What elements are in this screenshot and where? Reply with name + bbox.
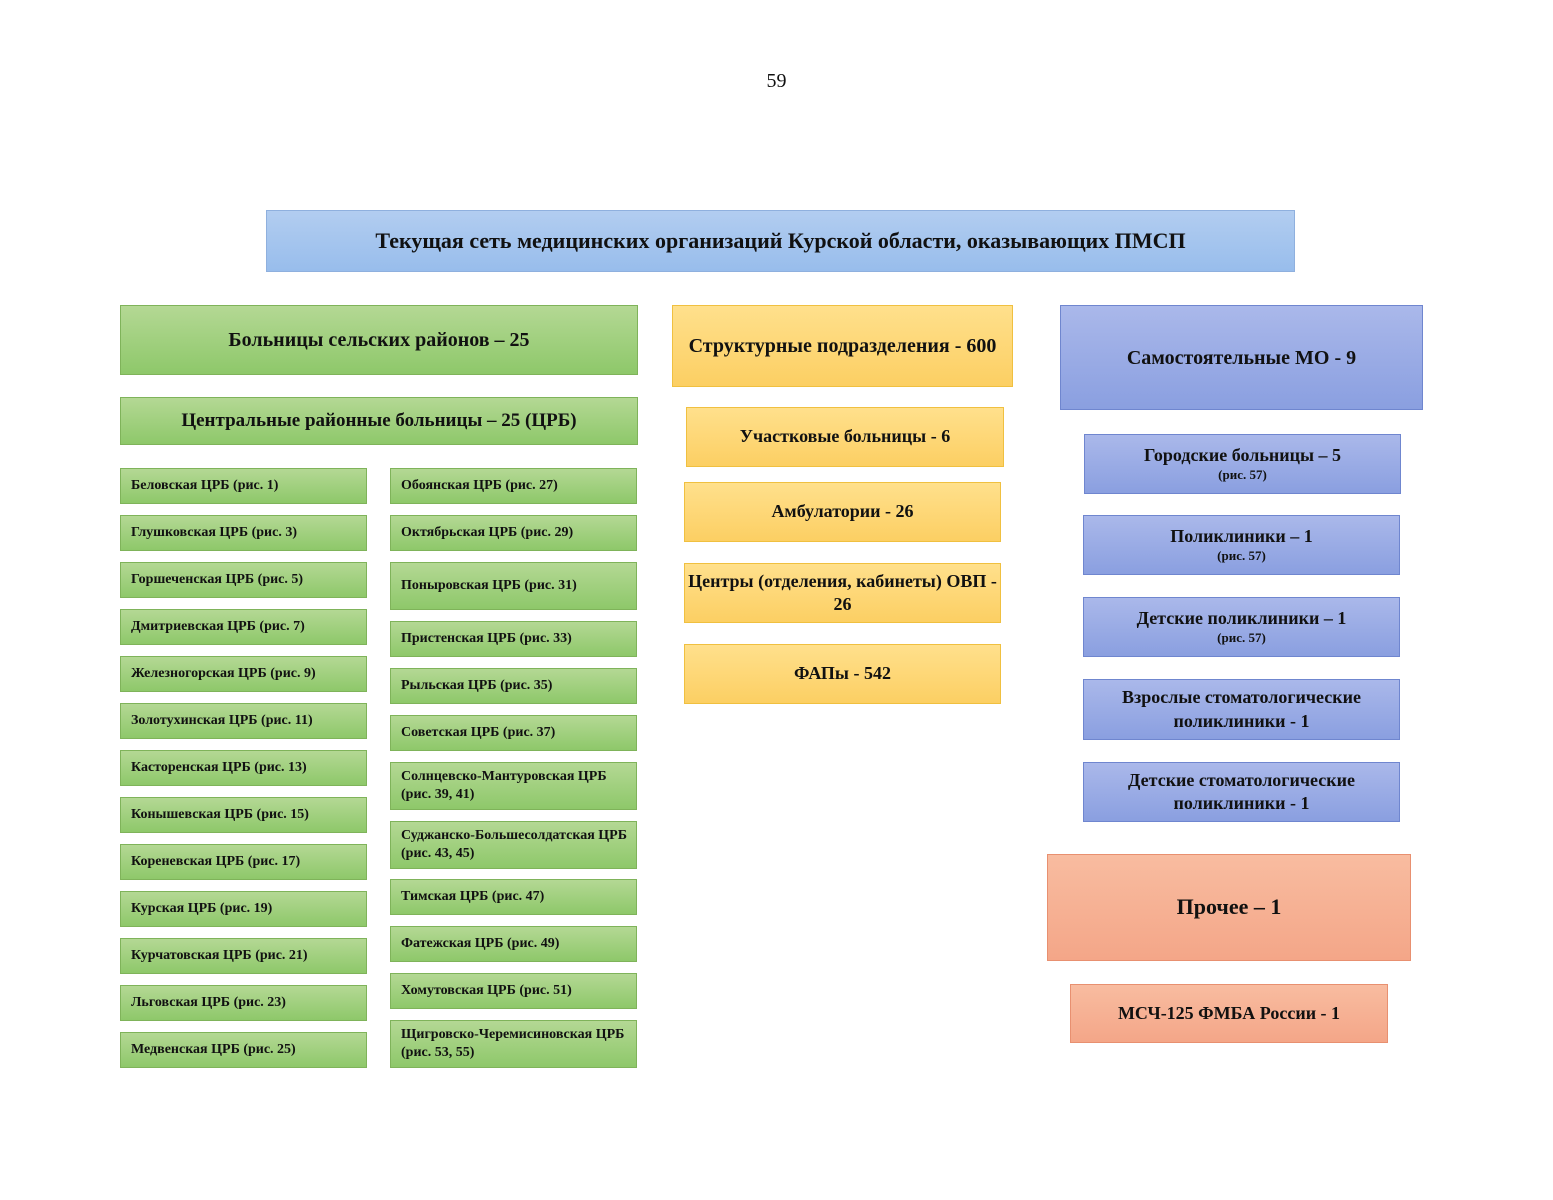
rural-hospitals-header-text: Больницы сельских районов – 25 — [228, 329, 530, 351]
crb-list-item-label: Советская ЦРБ (рис. 37) — [401, 724, 556, 740]
crb-list-item-label: Фатежская ЦРБ (рис. 49) — [401, 935, 560, 951]
crb-list-item-label: Беловская ЦРБ (рис. 1) — [131, 477, 279, 493]
crb-list-item: Хомутовская ЦРБ (рис. 51) — [390, 973, 637, 1009]
structural-item-label: ФАПы - 542 — [794, 663, 891, 684]
other-item-msch125: МСЧ-125 ФМБА России - 1 — [1070, 984, 1388, 1043]
crb-list-item: Обоянская ЦРБ (рис. 27) — [390, 468, 637, 504]
crb-list-item-label: Поныровская ЦРБ (рис. 31) — [401, 577, 577, 593]
structural-item-outpatient-clinics: Амбулатории - 26 — [684, 482, 1001, 542]
independent-mo-header-text: Самостоятельные МО - 9 — [1126, 346, 1357, 369]
crb-header: Центральные районные больницы – 25 (ЦРБ) — [120, 397, 638, 445]
rural-hospitals-header: Больницы сельских районов – 25 — [120, 305, 638, 375]
crb-list-item: Горшеченская ЦРБ (рис. 5) — [120, 562, 367, 598]
crb-header-text: Центральные районные больницы – 25 (ЦРБ) — [181, 409, 577, 431]
crb-list-item-label: Золотухинская ЦРБ (рис. 11) — [131, 712, 313, 728]
independent-item-polyclinics: Поликлиники – 1 (рис. 57) — [1083, 515, 1400, 575]
structural-item-label: Участковые больницы - 6 — [739, 426, 951, 447]
crb-list-item: Золотухинская ЦРБ (рис. 11) — [120, 703, 367, 739]
crb-list-item: Кореневская ЦРБ (рис. 17) — [120, 844, 367, 880]
independent-mo-header: Самостоятельные МО - 9 — [1060, 305, 1423, 410]
crb-list-item-label: Льговская ЦРБ (рис. 23) — [131, 994, 286, 1010]
crb-list-item-label: Щигровско-Черемисиновская ЦРБ (рис. 53, … — [401, 1026, 625, 1060]
crb-list-item: Солнцевско-Мантуровская ЦРБ (рис. 39, 41… — [390, 762, 637, 810]
crb-list-item: Льговская ЦРБ (рис. 23) — [120, 985, 367, 1021]
crb-list-item-label: Хомутовская ЦРБ (рис. 51) — [401, 982, 572, 998]
crb-list-item-label: Касторенская ЦРБ (рис. 13) — [131, 759, 307, 775]
crb-list-item-label: Глушковская ЦРБ (рис. 3) — [131, 524, 297, 540]
independent-item-label: Детские поликлиники – 1 — [1136, 607, 1347, 628]
crb-list-item-label: Суджанско-Большесолдатская ЦРБ (рис. 43,… — [401, 827, 627, 861]
crb-list-item-label: Курчатовская ЦРБ (рис. 21) — [131, 947, 308, 963]
crb-list-item-label: Пристенская ЦРБ (рис. 33) — [401, 630, 572, 646]
crb-list-item-label: Кореневская ЦРБ (рис. 17) — [131, 853, 301, 869]
structural-units-header-text: Структурные подразделения - 600 — [688, 335, 997, 357]
crb-list-item: Щигровско-Черемисиновская ЦРБ (рис. 53, … — [390, 1020, 637, 1068]
crb-list-item-label: Горшеченская ЦРБ (рис. 5) — [131, 571, 304, 587]
crb-list-item-label: Обоянская ЦРБ (рис. 27) — [401, 477, 558, 493]
crb-list-item: Беловская ЦРБ (рис. 1) — [120, 468, 367, 504]
independent-item-city-hospitals: Городские больницы – 5 (рис. 57) — [1084, 434, 1401, 494]
crb-list-item: Рыльская ЦРБ (рис. 35) — [390, 668, 637, 704]
page-number: 59 — [766, 70, 787, 92]
crb-list-item: Фатежская ЦРБ (рис. 49) — [390, 926, 637, 962]
crb-list-item: Конышевская ЦРБ (рис. 15) — [120, 797, 367, 833]
independent-item-child-polyclinics: Детские поликлиники – 1 (рис. 57) — [1083, 597, 1400, 657]
diagram-title: Текущая сеть медицинских организаций Кур… — [266, 210, 1295, 272]
structural-item-ovp-centers: Центры (отделения, кабинеты) ОВП - 26 — [684, 563, 1001, 623]
other-header-text: Прочее – 1 — [1176, 894, 1282, 920]
independent-item-label: Городские больницы – 5 — [1144, 444, 1341, 465]
crb-list-item-label: Октябрьская ЦРБ (рис. 29) — [401, 524, 574, 540]
crb-list-item-label: Рыльская ЦРБ (рис. 35) — [401, 677, 553, 693]
other-header: Прочее – 1 — [1047, 854, 1411, 961]
crb-list-item: Поныровская ЦРБ (рис. 31) — [390, 562, 637, 610]
crb-list-item-label: Тимская ЦРБ (рис. 47) — [401, 888, 545, 904]
structural-item-label: Центры (отделения, кабинеты) ОВП - 26 — [688, 570, 997, 614]
independent-item-ref: (рис. 57) — [1217, 548, 1266, 564]
independent-item-label: Взрослые стоматологические поликлиники -… — [1122, 687, 1361, 731]
crb-list-item: Пристенская ЦРБ (рис. 33) — [390, 621, 637, 657]
crb-list-item: Октябрьская ЦРБ (рис. 29) — [390, 515, 637, 551]
crb-list-item-label: Дмитриевская ЦРБ (рис. 7) — [131, 618, 305, 634]
independent-item-adult-dental: Взрослые стоматологические поликлиники -… — [1083, 679, 1400, 740]
independent-item-child-dental: Детские стоматологические поликлиники - … — [1083, 762, 1400, 822]
structural-item-label: Амбулатории - 26 — [771, 501, 914, 522]
structural-item-district-hospitals: Участковые больницы - 6 — [686, 407, 1004, 467]
independent-item-label: Детские стоматологические поликлиники - … — [1128, 769, 1355, 813]
crb-list-item: Советская ЦРБ (рис. 37) — [390, 715, 637, 751]
crb-list-item: Касторенская ЦРБ (рис. 13) — [120, 750, 367, 786]
crb-list-item: Глушковская ЦРБ (рис. 3) — [120, 515, 367, 551]
crb-list-item: Железногорская ЦРБ (рис. 9) — [120, 656, 367, 692]
diagram-title-text: Текущая сеть медицинских организаций Кур… — [375, 227, 1186, 253]
crb-list-item: Медвенская ЦРБ (рис. 25) — [120, 1032, 367, 1068]
crb-list-item: Курская ЦРБ (рис. 19) — [120, 891, 367, 927]
independent-item-label: Поликлиники – 1 — [1170, 525, 1313, 546]
crb-list-item-label: Медвенская ЦРБ (рис. 25) — [131, 1041, 296, 1057]
crb-list-item: Курчатовская ЦРБ (рис. 21) — [120, 938, 367, 974]
crb-list-item-label: Солнцевско-Мантуровская ЦРБ (рис. 39, 41… — [401, 768, 607, 802]
structural-units-header: Структурные подразделения - 600 — [672, 305, 1013, 387]
crb-list-item: Дмитриевская ЦРБ (рис. 7) — [120, 609, 367, 645]
other-item-label: МСЧ-125 ФМБА России - 1 — [1117, 1002, 1341, 1023]
crb-list-item-label: Курская ЦРБ (рис. 19) — [131, 900, 273, 916]
crb-list-item: Тимская ЦРБ (рис. 47) — [390, 879, 637, 915]
structural-item-fap: ФАПы - 542 — [684, 644, 1001, 704]
crb-list-item: Суджанско-Большесолдатская ЦРБ (рис. 43,… — [390, 821, 637, 869]
independent-item-ref: (рис. 57) — [1218, 467, 1267, 483]
independent-item-ref: (рис. 57) — [1217, 630, 1266, 646]
crb-list-item-label: Конышевская ЦРБ (рис. 15) — [131, 806, 309, 822]
crb-list-item-label: Железногорская ЦРБ (рис. 9) — [131, 665, 316, 681]
